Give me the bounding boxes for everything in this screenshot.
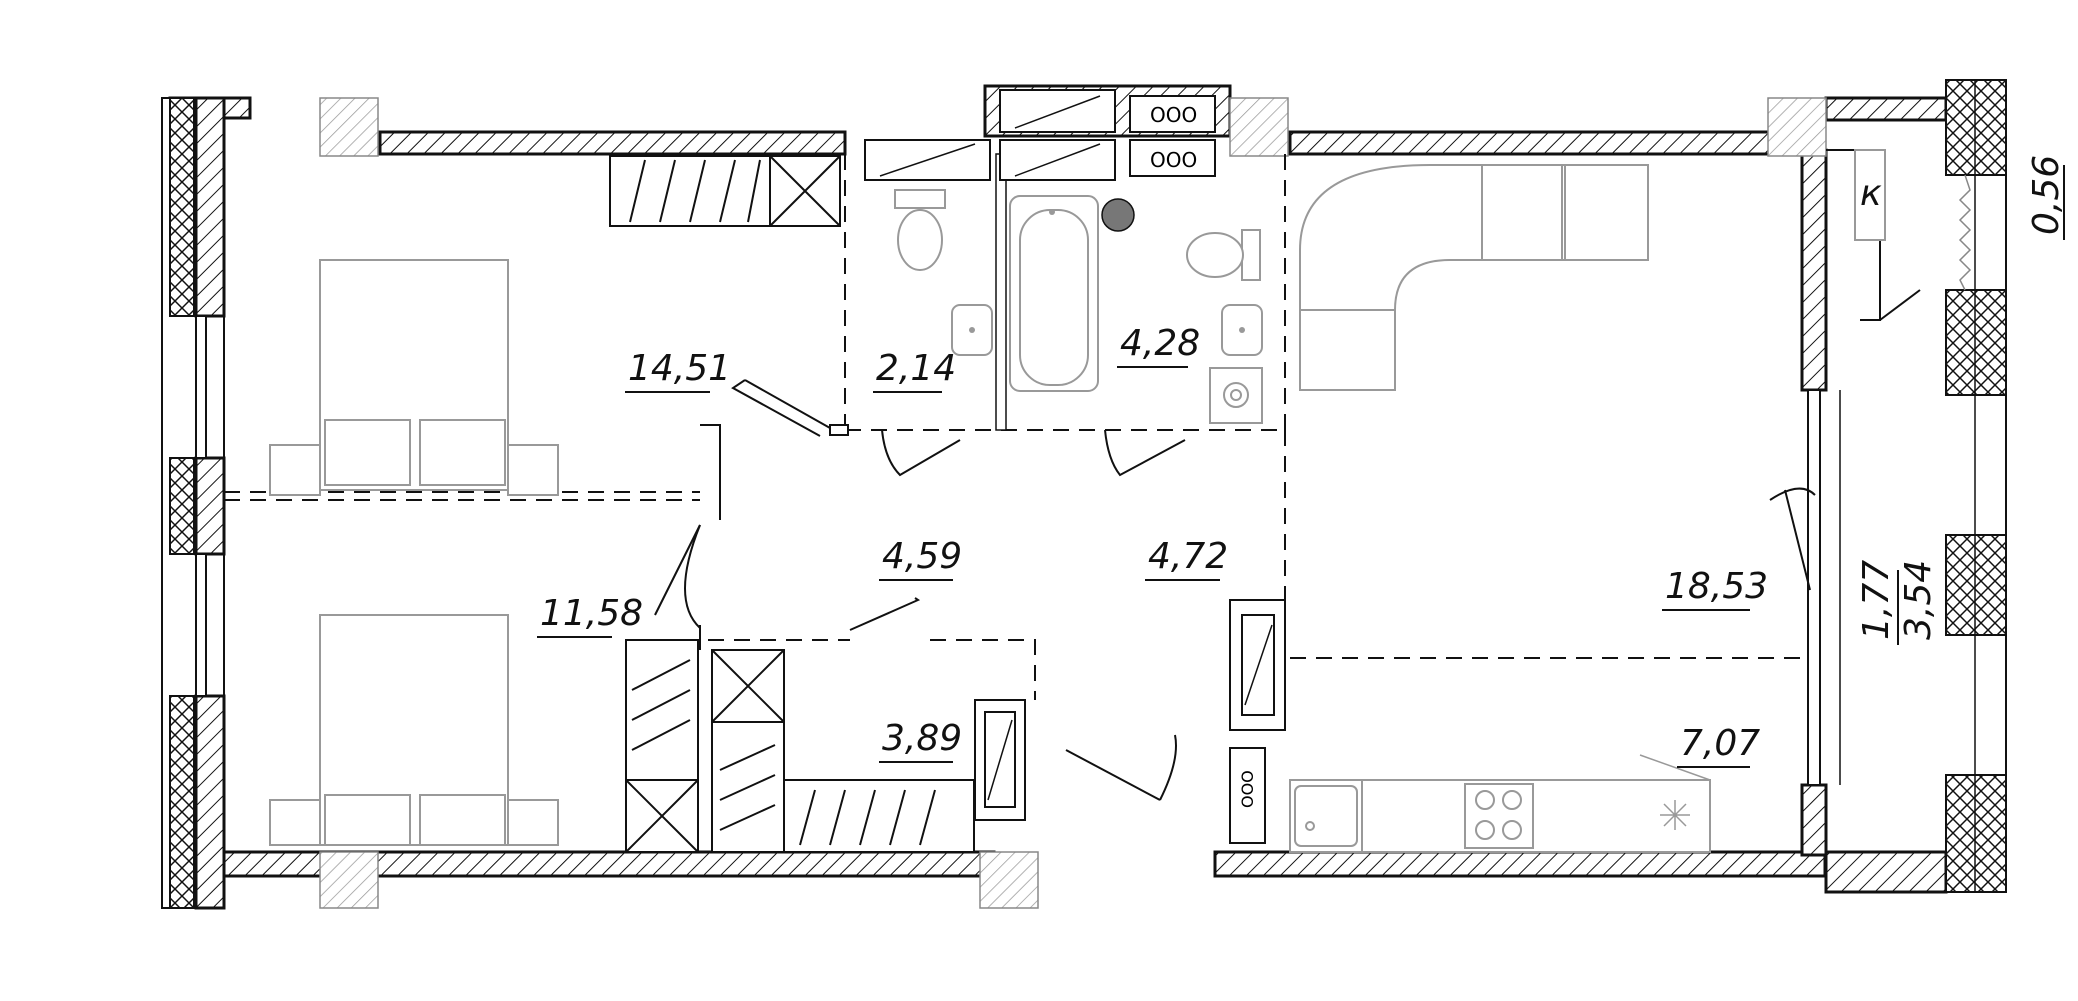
sofa-icon	[1299, 164, 1649, 391]
ventilation-shaft-icon: OOO	[1229, 599, 1286, 844]
area-kitchen: 7,07	[1680, 723, 1760, 764]
closet-label: к	[1860, 173, 1882, 214]
windows	[195, 315, 1841, 786]
structural-columns	[319, 97, 1827, 909]
area-toilet: 2,14	[876, 348, 956, 389]
balcony-closet	[1826, 149, 1972, 321]
bathtub-icon	[1009, 195, 1099, 392]
area-bedroom-1: 14,51	[628, 348, 731, 389]
area-balcony-ratio: 0,56	[2026, 155, 2067, 235]
area-hall: 4,72	[1148, 536, 1228, 577]
doors	[654, 379, 1816, 801]
area-bedroom-2: 11,58	[540, 593, 643, 634]
toilet-icon	[1186, 229, 1261, 281]
toilet-icon	[894, 189, 946, 271]
svg-text:OOO: OOO	[1150, 148, 1197, 172]
partitions	[224, 153, 1802, 700]
area-bathroom: 4,28	[1120, 323, 1200, 364]
bed-icon	[269, 614, 559, 846]
svg-text:OOO: OOO	[1238, 770, 1257, 808]
wardrobe-icon	[609, 155, 841, 227]
stove-icon	[1464, 783, 1534, 849]
ventilation-shaft-icon: OOO OOO	[864, 89, 1216, 181]
area-storage: 3,89	[882, 718, 962, 759]
area-living-room: 18,53	[1665, 566, 1768, 607]
ventilation-shaft-icon	[974, 699, 1026, 821]
area-labels: 14,51 11,58 2,14 4,28 4,59 4,72 3,89 18,…	[537, 155, 2067, 768]
boiler-icon	[1209, 367, 1263, 424]
wardrobe-icon	[711, 649, 975, 853]
svg-text:OOO: OOO	[1150, 103, 1197, 127]
bed-icon	[269, 259, 559, 496]
area-balcony-total: 3,54	[1898, 560, 1939, 640]
kitchen-sink-icon	[1294, 785, 1358, 847]
area-corridor: 4,59	[882, 536, 962, 577]
sink-icon	[951, 304, 993, 356]
area-balcony: 1,77	[1856, 560, 1897, 640]
wardrobe-icon	[625, 639, 699, 853]
sink-icon	[1221, 304, 1263, 356]
